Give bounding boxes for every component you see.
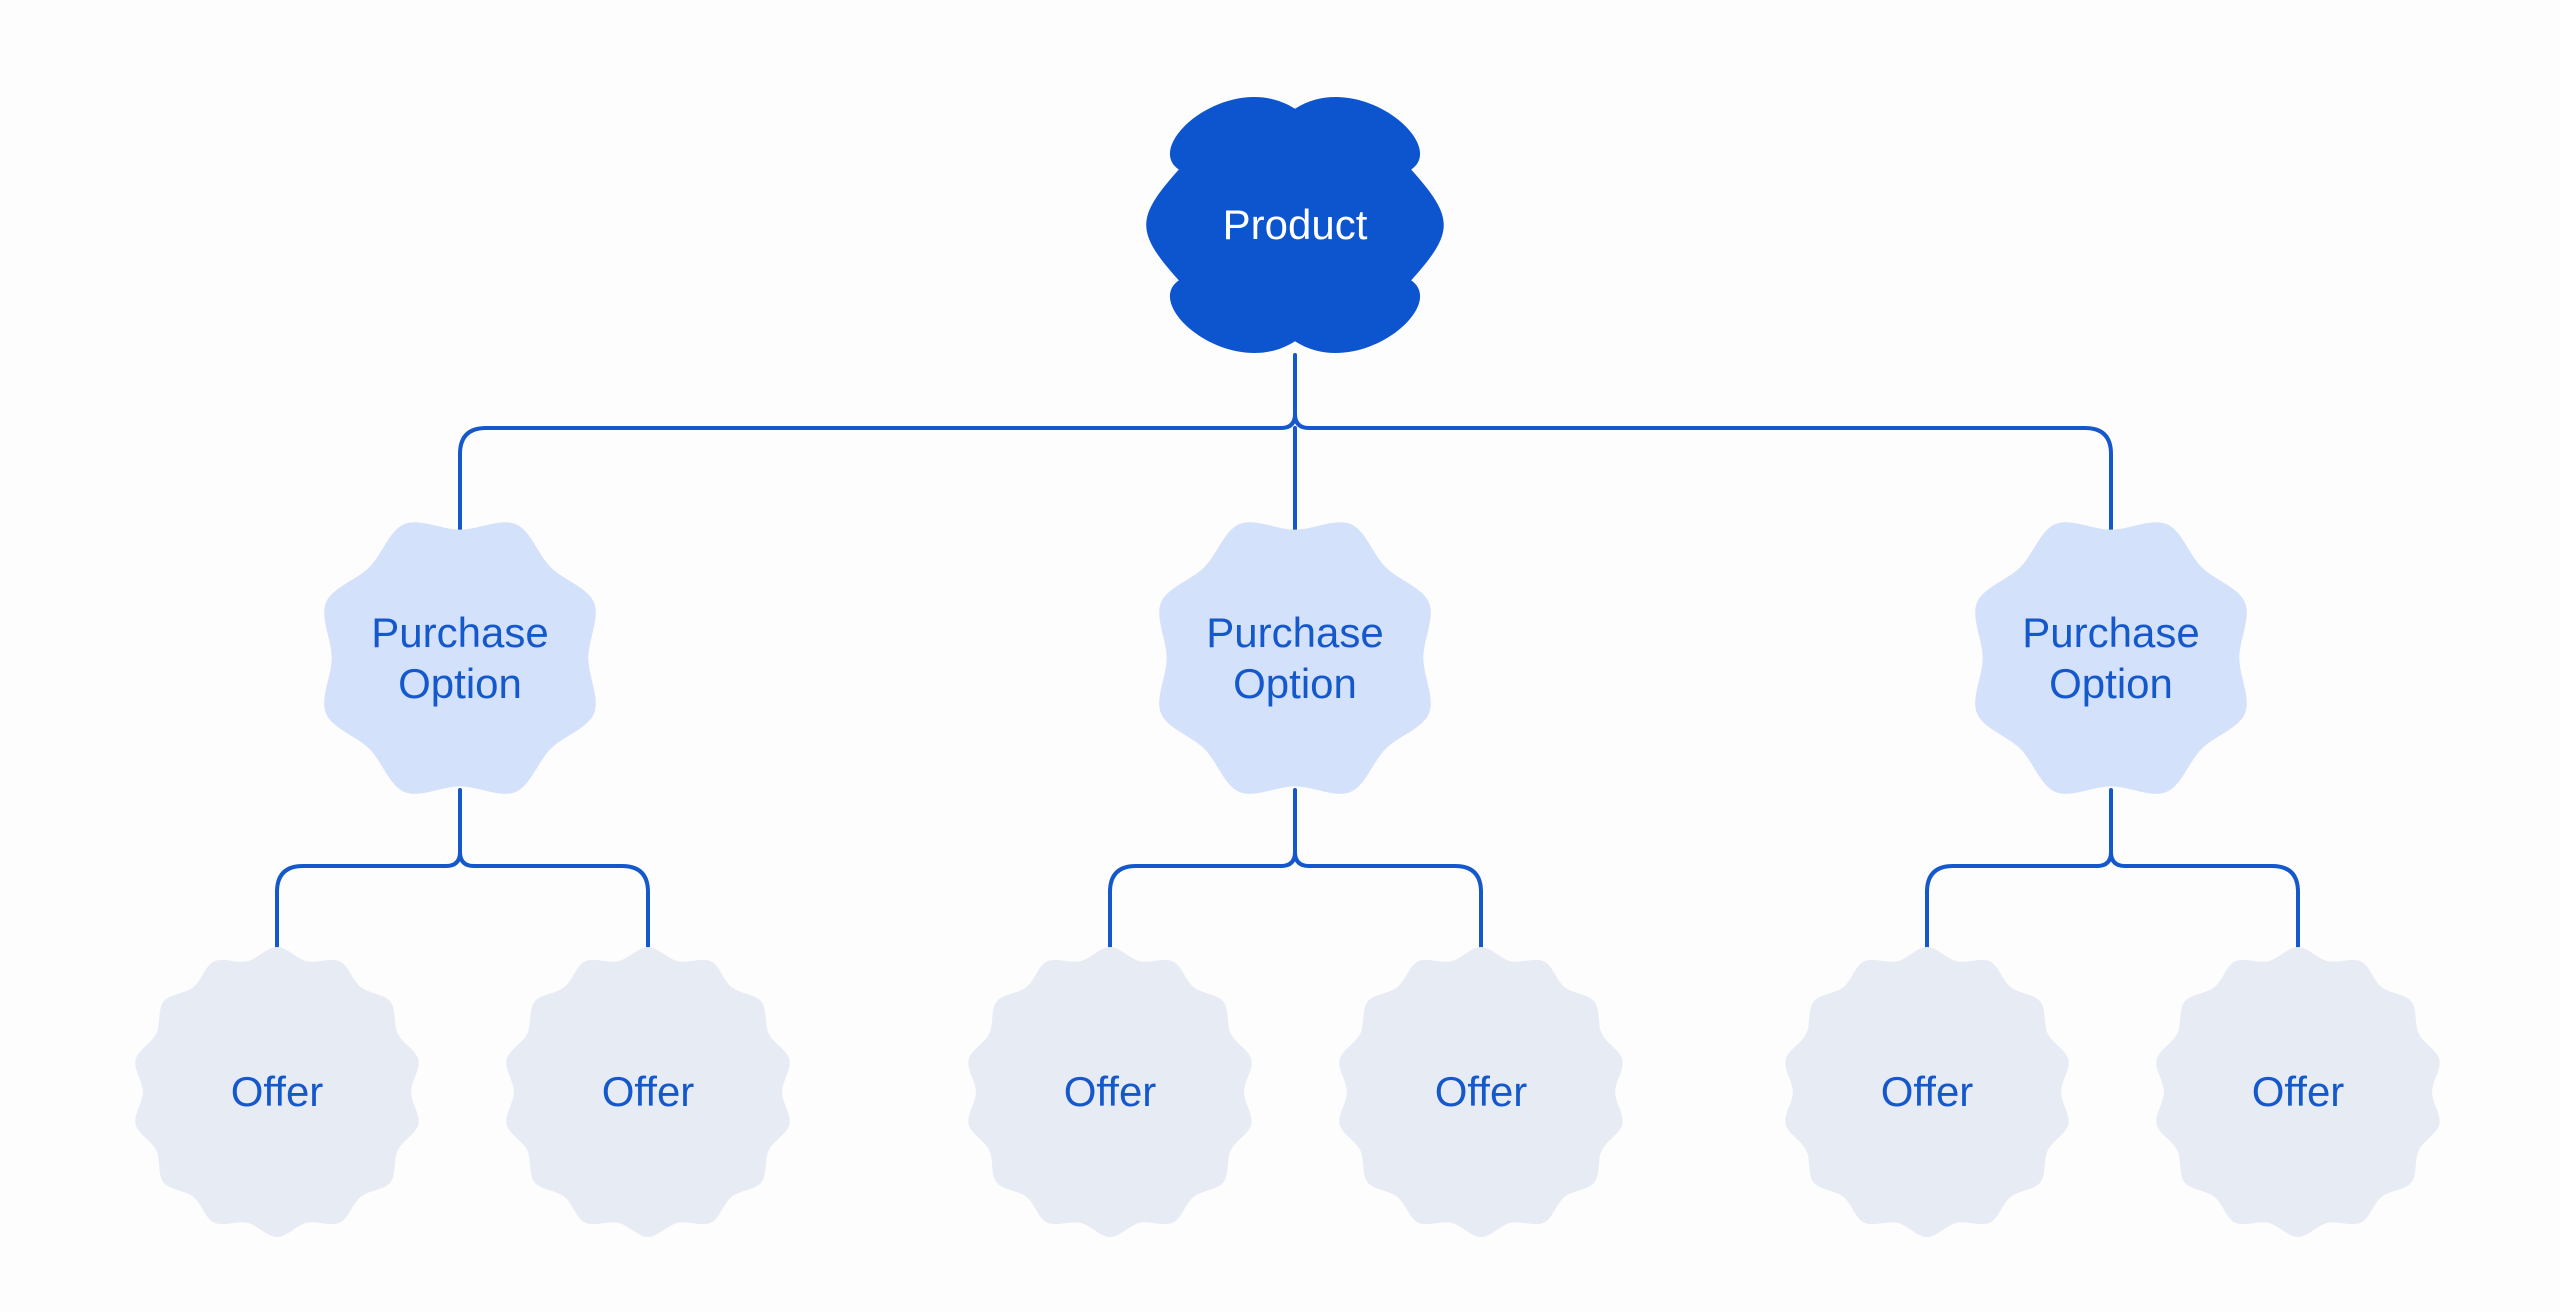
connector-purchase-option-3-to-offers	[1925, 788, 2300, 964]
nodes-layer	[135, 97, 2440, 1237]
node-offer-3[interactable]	[968, 947, 1252, 1237]
connector-purchase-option-1-to-offers	[275, 788, 650, 964]
node-offer-4[interactable]	[1339, 947, 1623, 1237]
node-offer-6[interactable]	[2156, 947, 2440, 1237]
node-offer-5[interactable]	[1785, 947, 2069, 1237]
node-purchase-option-3[interactable]	[1975, 522, 2247, 794]
node-offer-2[interactable]	[506, 947, 790, 1237]
node-offer-1[interactable]	[135, 947, 419, 1237]
node-purchase-option-1[interactable]	[324, 522, 596, 794]
node-purchase-option-2[interactable]	[1159, 522, 1431, 794]
connector-product-to-purchase-options	[458, 353, 2113, 532]
connector-purchase-option-2-to-offers	[1108, 788, 1483, 964]
connectors-layer	[275, 353, 2300, 964]
node-product[interactable]	[1146, 97, 1444, 353]
